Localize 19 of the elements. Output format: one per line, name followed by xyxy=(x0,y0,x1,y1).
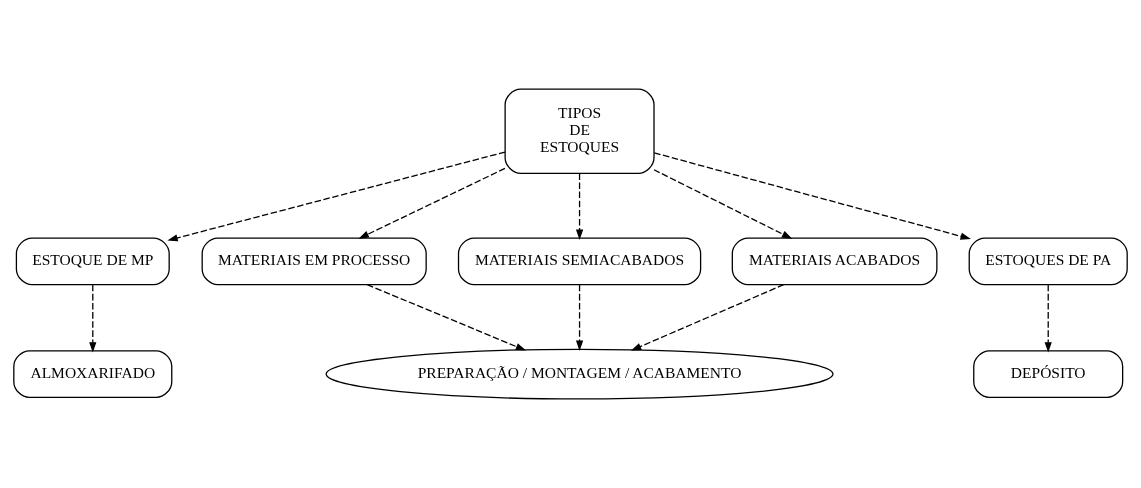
node-box: ESTOQUE DE MP xyxy=(15,237,170,286)
arrow xyxy=(1044,284,1052,353)
node-box: MATERIAIS SEMIACABADOS xyxy=(457,237,702,286)
node-box: TIPOS DE ESTOQUES xyxy=(504,88,655,174)
arrow xyxy=(575,284,584,351)
arrow xyxy=(167,151,506,242)
arrow xyxy=(575,172,584,240)
arrow xyxy=(653,169,793,239)
arrow xyxy=(366,284,527,351)
node-box: ALMOXARIFADO xyxy=(13,350,173,399)
node-box: MATERIAIS EM PROCESSO xyxy=(201,237,427,286)
node-box: MATERIAIS ACABADOS xyxy=(731,237,938,286)
arrow xyxy=(630,284,785,351)
node-ellipse: PREPARAÇÃO / MONTAGEM / ACABAMENTO xyxy=(325,348,834,400)
arrow xyxy=(89,284,97,353)
arrow xyxy=(358,167,506,239)
node-box: DEPÓSITO xyxy=(973,350,1124,399)
node-box: ESTOQUES DE PA xyxy=(968,237,1128,286)
arrow xyxy=(653,152,971,240)
